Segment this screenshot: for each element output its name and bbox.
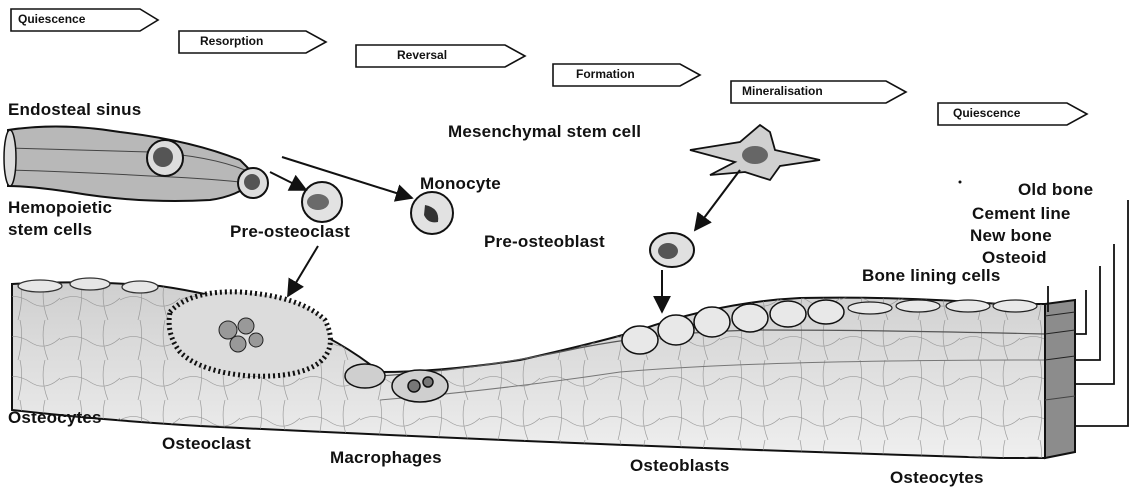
label-macrophages: Macrophages	[330, 448, 442, 468]
arrow-to-pre-osteoblast	[695, 170, 740, 230]
bone-lining-cells-left	[18, 278, 158, 293]
label-osteoblasts: Osteoblasts	[630, 456, 730, 476]
label-endosteal-sinus: Endosteal sinus	[8, 100, 141, 120]
label-monocyte: Monocyte	[420, 174, 501, 194]
phase-tag-quiescence-2: Quiescence	[937, 102, 1089, 126]
osteoblast-cells	[622, 300, 844, 354]
label-old-bone: Old bone	[1018, 180, 1093, 200]
pre-osteoblast-cell	[650, 233, 694, 267]
osteoclast-cell	[169, 292, 330, 376]
layer-leader-lines	[1048, 200, 1128, 426]
phase-tag-formation: Formation	[552, 63, 702, 87]
arrow-to-pre-osteoclast	[270, 172, 306, 190]
label-new-bone: New bone	[970, 226, 1052, 246]
label-hemopoietic-2: stem cells	[8, 220, 92, 240]
endosteal-sinus-vessel	[4, 126, 258, 201]
label-hemopoietic-1: Hemopoietic	[8, 198, 112, 218]
mesenchymal-stem-cell	[690, 125, 820, 180]
bone-block	[12, 282, 1075, 458]
arrow-to-osteoclast	[288, 246, 318, 296]
phase-tag-resorption: Resorption	[178, 30, 328, 54]
label-osteoid: Osteoid	[982, 248, 1047, 268]
label-osteoclast: Osteoclast	[162, 434, 251, 454]
phase-tag-reversal: Reversal	[355, 44, 527, 68]
bone-lining-cells-right	[848, 300, 1037, 314]
pre-osteoclast-cell	[302, 182, 342, 222]
phase-tag-quiescence-1: Quiescence	[10, 8, 160, 32]
label-cement-line: Cement line	[972, 204, 1071, 224]
label-mesenchymal-stem-cell: Mesenchymal stem cell	[448, 122, 641, 142]
monocyte-cell	[411, 192, 453, 234]
arrow-to-monocyte	[282, 157, 412, 198]
hemopoietic-cell-1	[147, 140, 183, 176]
label-osteocytes-left: Osteocytes	[8, 408, 102, 428]
label-pre-osteoclast: Pre-osteoclast	[230, 222, 350, 242]
hemopoietic-cell-2	[238, 168, 268, 198]
label-osteocytes-right: Osteocytes	[890, 468, 984, 488]
phase-tag-mineralisation: Mineralisation	[730, 80, 908, 104]
macrophage-cells	[345, 364, 448, 402]
label-pre-osteoblast: Pre-osteoblast	[484, 232, 605, 252]
label-bone-lining-cells: Bone lining cells	[862, 266, 1000, 286]
